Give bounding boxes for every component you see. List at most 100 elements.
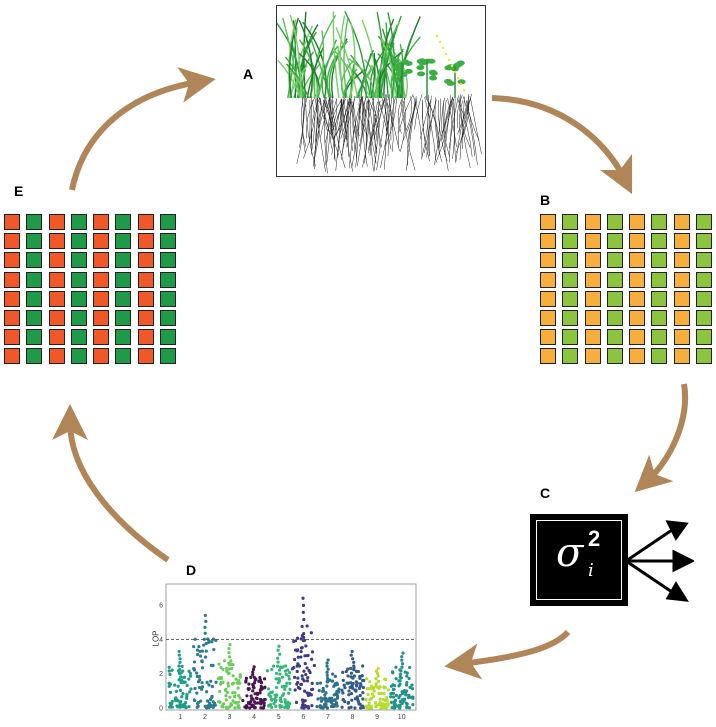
snp-point <box>395 677 398 680</box>
snp-point <box>281 676 284 679</box>
grid-cell <box>651 272 667 288</box>
snp-peak-point <box>276 649 279 652</box>
grid-cell <box>71 291 87 307</box>
snp-point <box>299 655 302 658</box>
snp-point <box>402 699 405 702</box>
snp-point <box>320 700 323 703</box>
snp-point <box>218 700 221 703</box>
snp-point <box>178 701 181 704</box>
snp-point <box>353 706 356 709</box>
grid-cell <box>115 291 131 307</box>
sigma-symbol: σ <box>556 530 583 576</box>
yellow-dot <box>442 47 444 49</box>
snp-point <box>295 683 298 686</box>
grid-cell <box>696 310 712 326</box>
grid-cell <box>607 291 623 307</box>
grid-cell <box>651 233 667 249</box>
snp-point <box>379 706 382 709</box>
three-right-pointing-arrows-icon <box>624 516 694 606</box>
snp-point <box>391 706 394 709</box>
snp-point <box>298 687 301 690</box>
snp-peak-point <box>179 675 182 678</box>
snp-point <box>232 674 235 677</box>
grid-cell <box>26 214 42 230</box>
snp-point <box>275 686 278 689</box>
grid-cell <box>26 272 42 288</box>
grid-cell <box>26 329 42 345</box>
x-tick-label: 8 <box>351 714 355 721</box>
snp-point <box>324 700 327 703</box>
grid-cell <box>71 233 87 249</box>
grid-cell <box>540 272 556 288</box>
snp-peak-point <box>278 653 281 656</box>
snp-point <box>285 682 288 685</box>
snp-point <box>296 677 299 680</box>
x-tick-label: 6 <box>301 714 305 721</box>
snp-peak-point <box>253 676 256 679</box>
snp-point <box>239 697 242 700</box>
grid-cell <box>562 214 578 230</box>
snp-point <box>306 624 309 627</box>
arrow-a-to-b <box>492 98 624 178</box>
snp-peak-point <box>276 665 279 668</box>
snp-point <box>168 669 171 672</box>
snp-point <box>346 668 349 671</box>
yellow-dot <box>436 35 438 37</box>
genotype-grid-e <box>4 214 176 364</box>
snp-peak-point <box>301 597 304 600</box>
snp-point <box>212 648 215 651</box>
snp-point <box>380 692 383 695</box>
snp-point <box>293 676 296 679</box>
grid-cell <box>93 272 109 288</box>
grid-cell <box>4 214 20 230</box>
grid-cell <box>160 291 176 307</box>
grid-cell <box>585 348 601 364</box>
snp-point <box>175 690 178 693</box>
snp-peak-point <box>202 644 205 647</box>
grid-cell <box>696 214 712 230</box>
snp-point <box>347 701 350 704</box>
snp-point <box>299 683 302 686</box>
snp-peak-point <box>325 671 328 674</box>
small-plant-leaf <box>447 81 455 86</box>
snp-point <box>224 694 227 697</box>
grid-cell <box>674 291 690 307</box>
grid-cell <box>607 233 623 249</box>
snp-peak-point <box>177 650 180 653</box>
snp-point <box>408 686 411 689</box>
snp-point <box>411 703 414 706</box>
sigma-subscript: i <box>588 560 594 581</box>
snp-point <box>316 697 319 700</box>
yellow-dot <box>463 89 465 91</box>
snp-peak-point <box>227 647 230 650</box>
grid-cell <box>138 214 154 230</box>
snp-peak-point <box>374 682 377 685</box>
grid-cell <box>49 291 65 307</box>
snp-point <box>278 704 281 707</box>
snp-point <box>182 676 185 679</box>
snp-peak-point <box>204 614 207 617</box>
snp-point <box>168 685 171 688</box>
snp-peak-point <box>301 625 304 628</box>
snp-point <box>382 692 385 695</box>
grid-cell <box>71 329 87 345</box>
grid-cell <box>674 310 690 326</box>
snp-point <box>247 682 250 685</box>
snp-peak-point <box>399 673 402 676</box>
snp-point <box>260 700 263 703</box>
snp-point <box>221 681 224 684</box>
grid-cell <box>49 214 65 230</box>
snp-point <box>349 667 352 670</box>
snp-peak-point <box>351 650 354 653</box>
snp-point <box>198 678 201 681</box>
grid-cell <box>138 291 154 307</box>
snp-point <box>385 696 388 699</box>
snp-point <box>354 688 357 691</box>
root-stroke <box>448 98 457 147</box>
x-tick-label: 5 <box>277 714 281 721</box>
snp-point <box>340 706 343 709</box>
snp-point <box>358 702 361 705</box>
grid-cell <box>93 310 109 326</box>
snp-point <box>353 674 356 677</box>
small-plant-leaf <box>419 61 427 66</box>
